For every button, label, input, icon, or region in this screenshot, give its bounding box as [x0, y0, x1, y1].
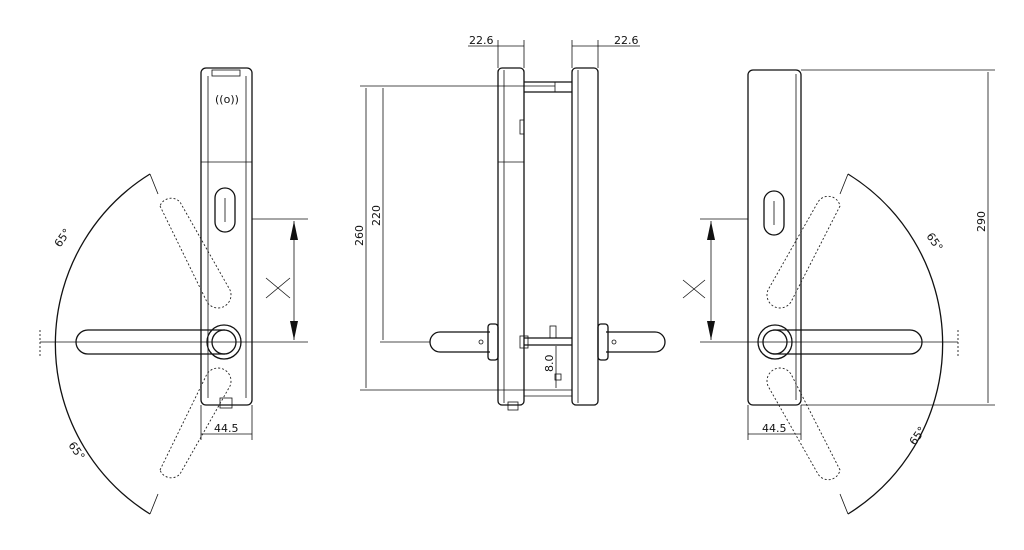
left-handle-plate: [200, 67, 253, 406]
right-290-label: 290: [975, 211, 988, 232]
center-80-label: 8.0: [543, 355, 556, 373]
right-angle-top-label: 65°: [924, 230, 946, 253]
center-top-right-label: 22.6: [614, 34, 639, 47]
left-swing-arc: [54, 173, 151, 515]
right-key-cylinder: [763, 190, 785, 236]
left-angle-top-label: 65°: [52, 226, 74, 249]
center-top-left-label: 22.6: [469, 34, 494, 47]
center-inner-plate: [497, 67, 525, 406]
left-key-cylinder: [214, 187, 236, 233]
center-220-label: 220: [370, 205, 383, 226]
left-width-label: 44.5: [214, 422, 239, 435]
right-swing-arc: [847, 173, 944, 515]
center-260-label: 260: [353, 225, 366, 246]
right-width-label: 44.5: [762, 422, 787, 435]
right-angle-bottom-label: 65°: [907, 424, 929, 447]
left-angle-bottom-label: 65°: [66, 439, 88, 462]
right-view: [682, 69, 995, 515]
left-view: [39, 67, 308, 515]
center-view: [360, 40, 666, 411]
right-handle-plate: [747, 69, 802, 406]
center-outer-plate: [571, 67, 599, 406]
rfid-icon: ((o)): [215, 93, 239, 106]
